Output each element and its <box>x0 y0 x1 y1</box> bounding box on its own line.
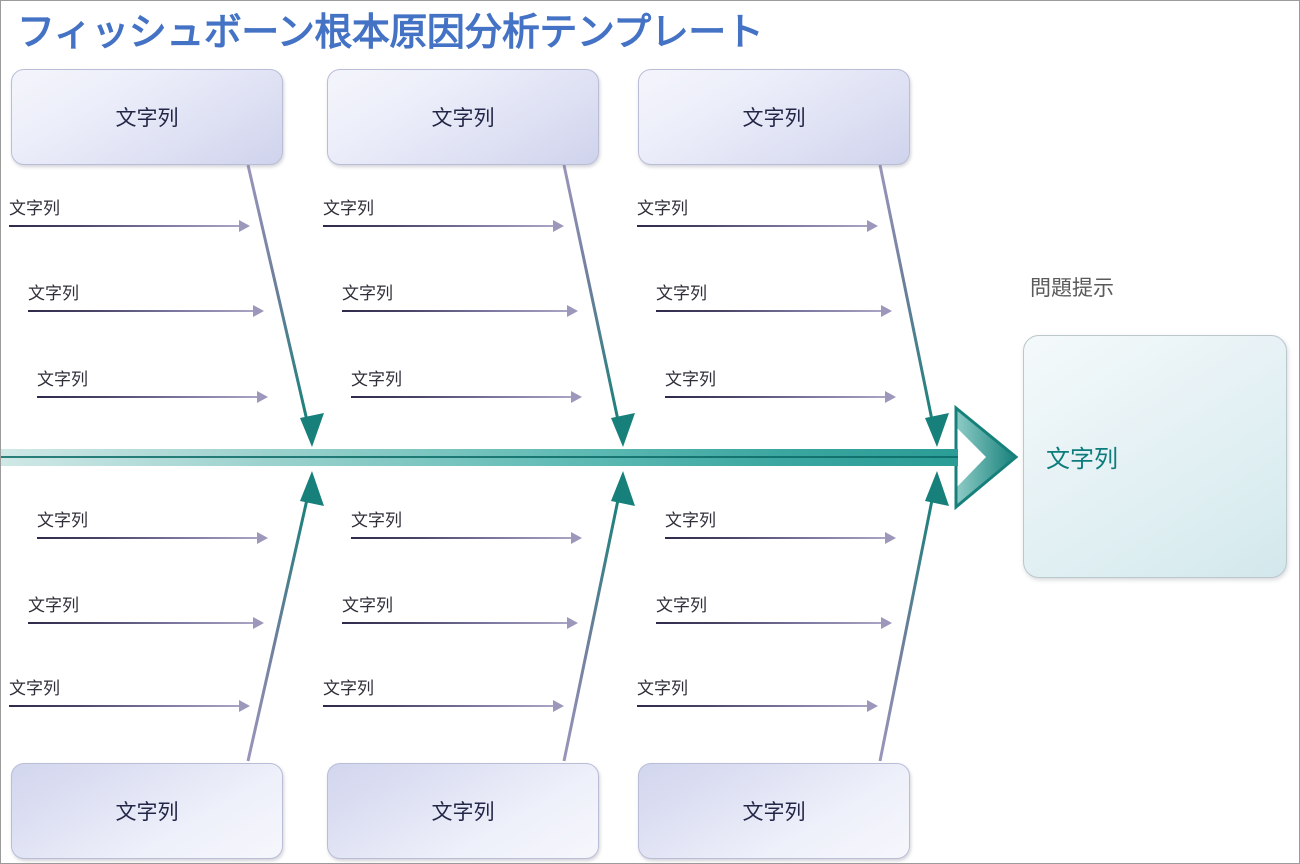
cause-line <box>665 537 887 539</box>
problem-statement-label: 問題提示 <box>1030 277 1114 300</box>
cause-arrow-icon <box>553 700 564 712</box>
cause-line <box>342 310 569 312</box>
cause-label: 文字列 <box>28 596 79 615</box>
page-title: フィッシュボーン根本原因分析テンプレート <box>17 12 764 54</box>
cause-label: 文字列 <box>323 199 374 218</box>
cause-line <box>351 396 573 398</box>
cause-line <box>637 225 869 227</box>
cause-line <box>28 310 255 312</box>
cause-arrow-icon <box>253 617 264 629</box>
cause-line <box>28 622 255 624</box>
cause-label: 文字列 <box>342 284 393 303</box>
category-box-label: 文字列 <box>115 107 179 130</box>
cause-arrow-icon <box>567 617 578 629</box>
cause-row[interactable]: 文字列 <box>342 591 580 645</box>
cause-label: 文字列 <box>656 596 707 615</box>
cause-line <box>351 537 573 539</box>
cause-arrow-icon <box>239 220 250 232</box>
cause-line <box>665 396 887 398</box>
cause-arrow-icon <box>257 532 268 544</box>
spine-arrowhead <box>954 404 1019 511</box>
cause-label: 文字列 <box>637 679 688 698</box>
cause-arrow-icon <box>567 305 578 317</box>
category-box-label: 文字列 <box>742 107 806 130</box>
category-box-top-center[interactable]: 文字列 <box>327 69 599 165</box>
cause-label: 文字列 <box>351 370 402 389</box>
cause-row[interactable]: 文字列 <box>37 365 269 419</box>
cause-label: 文字列 <box>323 679 374 698</box>
cause-line <box>37 537 259 539</box>
cause-row[interactable]: 文字列 <box>637 194 880 248</box>
cause-label: 文字列 <box>351 511 402 530</box>
cause-arrow-icon <box>571 532 582 544</box>
cause-row[interactable]: 文字列 <box>9 674 252 728</box>
category-box-bottom-center[interactable]: 文字列 <box>327 763 599 859</box>
cause-row[interactable]: 文字列 <box>351 506 583 560</box>
spine-arrow <box>1 449 958 466</box>
cause-row[interactable]: 文字列 <box>665 506 897 560</box>
category-box-label: 文字列 <box>431 107 495 130</box>
cause-line <box>656 622 883 624</box>
cause-label: 文字列 <box>342 596 393 615</box>
category-box-top-right[interactable]: 文字列 <box>638 69 910 165</box>
cause-arrow-icon <box>881 617 892 629</box>
cause-line <box>9 225 241 227</box>
category-box-label: 文字列 <box>431 801 495 824</box>
cause-arrow-icon <box>885 532 896 544</box>
cause-row[interactable]: 文字列 <box>351 365 583 419</box>
cause-line <box>323 225 555 227</box>
cause-arrow-icon <box>867 700 878 712</box>
category-box-label: 文字列 <box>115 801 179 824</box>
cause-row[interactable]: 文字列 <box>9 194 252 248</box>
cause-row[interactable]: 文字列 <box>323 194 566 248</box>
category-box-top-left[interactable]: 文字列 <box>11 69 283 165</box>
cause-row[interactable]: 文字列 <box>665 365 897 419</box>
cause-row[interactable]: 文字列 <box>342 279 580 333</box>
cause-label: 文字列 <box>37 511 88 530</box>
cause-label: 文字列 <box>28 284 79 303</box>
cause-arrow-icon <box>867 220 878 232</box>
cause-label: 文字列 <box>637 199 688 218</box>
category-box-bottom-left[interactable]: 文字列 <box>11 763 283 859</box>
cause-row[interactable]: 文字列 <box>28 279 266 333</box>
cause-arrow-icon <box>239 700 250 712</box>
cause-row[interactable]: 文字列 <box>656 591 894 645</box>
cause-label: 文字列 <box>656 284 707 303</box>
category-box-label: 文字列 <box>742 801 806 824</box>
cause-label: 文字列 <box>9 679 60 698</box>
cause-arrow-icon <box>253 305 264 317</box>
cause-arrow-icon <box>571 391 582 403</box>
cause-arrow-icon <box>257 391 268 403</box>
cause-row[interactable]: 文字列 <box>637 674 880 728</box>
cause-row[interactable]: 文字列 <box>323 674 566 728</box>
cause-row[interactable]: 文字列 <box>656 279 894 333</box>
cause-arrow-icon <box>885 391 896 403</box>
cause-row[interactable]: 文字列 <box>37 506 269 560</box>
cause-label: 文字列 <box>9 199 60 218</box>
cause-arrow-icon <box>553 220 564 232</box>
cause-row[interactable]: 文字列 <box>28 591 266 645</box>
cause-arrow-icon <box>881 305 892 317</box>
cause-line <box>656 310 883 312</box>
cause-line <box>9 705 241 707</box>
problem-statement-text: 文字列 <box>1046 446 1118 473</box>
cause-line <box>37 396 259 398</box>
cause-line <box>323 705 555 707</box>
cause-line <box>637 705 869 707</box>
problem-statement-box[interactable]: 文字列 <box>1023 335 1287 578</box>
cause-line <box>342 622 569 624</box>
cause-label: 文字列 <box>665 511 716 530</box>
cause-label: 文字列 <box>665 370 716 389</box>
cause-label: 文字列 <box>37 370 88 389</box>
category-box-bottom-right[interactable]: 文字列 <box>638 763 910 859</box>
